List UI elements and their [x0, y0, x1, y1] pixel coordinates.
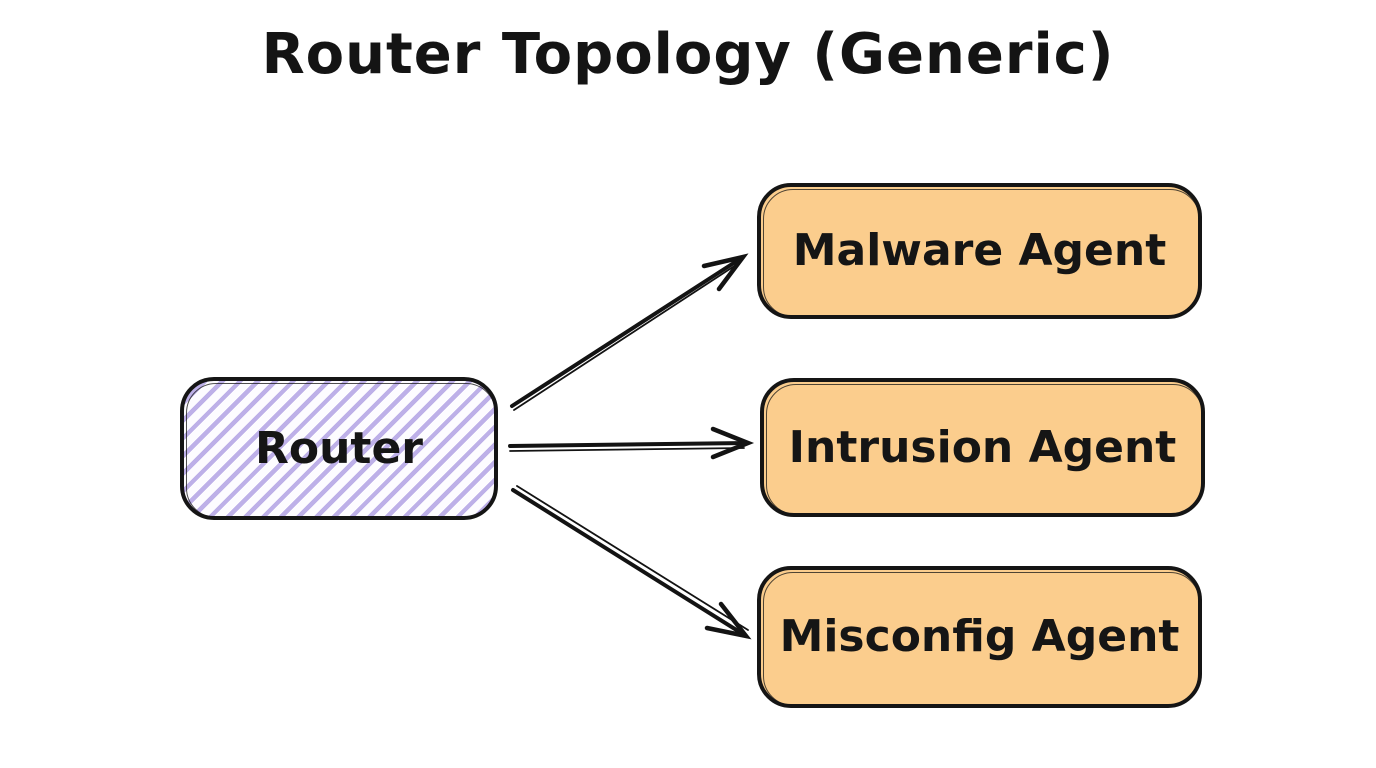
- malware-agent-label: Malware Agent: [792, 225, 1167, 276]
- router-node: Router: [180, 377, 498, 520]
- diagram-title: Router Topology (Generic): [261, 22, 1115, 87]
- intrusion-agent-label: Intrusion Agent: [788, 421, 1177, 473]
- intrusion-agent-node: Intrusion Agent: [760, 378, 1205, 517]
- misconfig-agent-label: Misconfig Agent: [779, 611, 1180, 662]
- malware-agent-node: Malware Agent: [757, 183, 1202, 319]
- router-node-label: Router: [254, 422, 423, 474]
- arrow-router-to-misconfig-agent: [511, 485, 752, 640]
- arrow-router-to-malware-agent: [510, 253, 749, 411]
- misconfig-agent-node: Misconfig Agent: [757, 566, 1202, 708]
- arrow-router-to-intrusion-agent: [508, 426, 755, 460]
